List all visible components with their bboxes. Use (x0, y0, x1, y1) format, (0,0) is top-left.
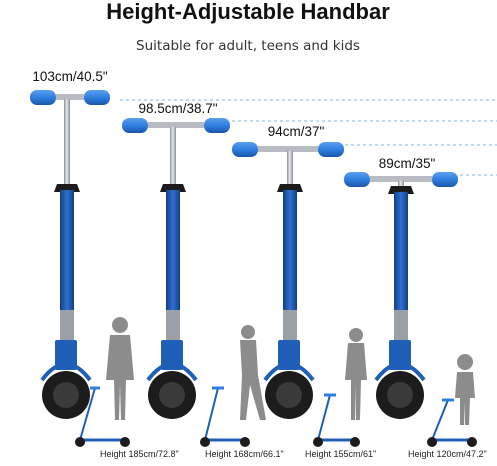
page-subtitle: Suitable for adult, teens and kids (136, 38, 360, 54)
left-grip-icon (122, 118, 148, 133)
rider-height-label: Height 185cm/72.8" (100, 449, 179, 459)
handlebar-height-label: 103cm/40.5" (32, 69, 108, 84)
outer-tube (166, 190, 180, 310)
right-grip-icon (318, 142, 344, 157)
scooter-illustration (30, 90, 110, 419)
right-grip-icon (204, 118, 230, 133)
small-scooter-icon (427, 398, 477, 447)
outer-tube (283, 190, 297, 310)
scooter-1: 103cm/40.5" Height 185cm/72.8" (30, 69, 497, 459)
fender (146, 362, 198, 382)
inner-stem (398, 181, 404, 189)
left-grip-icon (30, 90, 56, 105)
small-scooter-icon (313, 393, 360, 447)
small-scooter-icon (75, 386, 130, 447)
page-title: Height-Adjustable Handbar (106, 0, 390, 24)
scooter-illustration (344, 172, 458, 419)
adult-man-silhouette (106, 317, 134, 420)
kid-silhouette (455, 354, 475, 425)
scooter-4: 89cm/35" Height 120cm/47.2" (344, 156, 497, 459)
outer-tube (60, 190, 74, 310)
fender (374, 362, 426, 382)
fork (55, 340, 77, 370)
left-grip-icon (232, 142, 258, 157)
handlebar-height-label: 98.5cm/38.7" (138, 101, 217, 116)
teen-silhouette (345, 328, 367, 420)
rider-height-label: Height 168cm/66.1" (205, 449, 284, 459)
handlebar-height-label: 89cm/35" (379, 156, 436, 171)
fork (278, 340, 300, 370)
left-grip-icon (344, 172, 370, 187)
fork (161, 340, 183, 370)
outer-tube (394, 192, 408, 310)
inner-stem (287, 151, 293, 189)
right-grip-icon (84, 90, 110, 105)
fender (263, 362, 315, 382)
scooter-illustration (122, 118, 230, 419)
scooter-2: 98.5cm/38.7" Height 168cm/66.1" (122, 101, 497, 459)
fender (40, 362, 92, 382)
rider-height-label: Height 120cm/47.2" (408, 449, 487, 459)
woman-silhouette (240, 325, 266, 420)
scooter-3: 94cm/37" Height 155cm/61" (232, 124, 497, 459)
inner-stem (64, 99, 70, 189)
handlebar-height-label: 94cm/37" (268, 124, 325, 139)
inner-stem (170, 127, 176, 189)
fork (389, 340, 411, 370)
small-scooter-icon (200, 386, 250, 447)
scooter-illustration (232, 142, 344, 419)
rider-height-label: Height 155cm/61" (305, 449, 376, 459)
right-grip-icon (432, 172, 458, 187)
